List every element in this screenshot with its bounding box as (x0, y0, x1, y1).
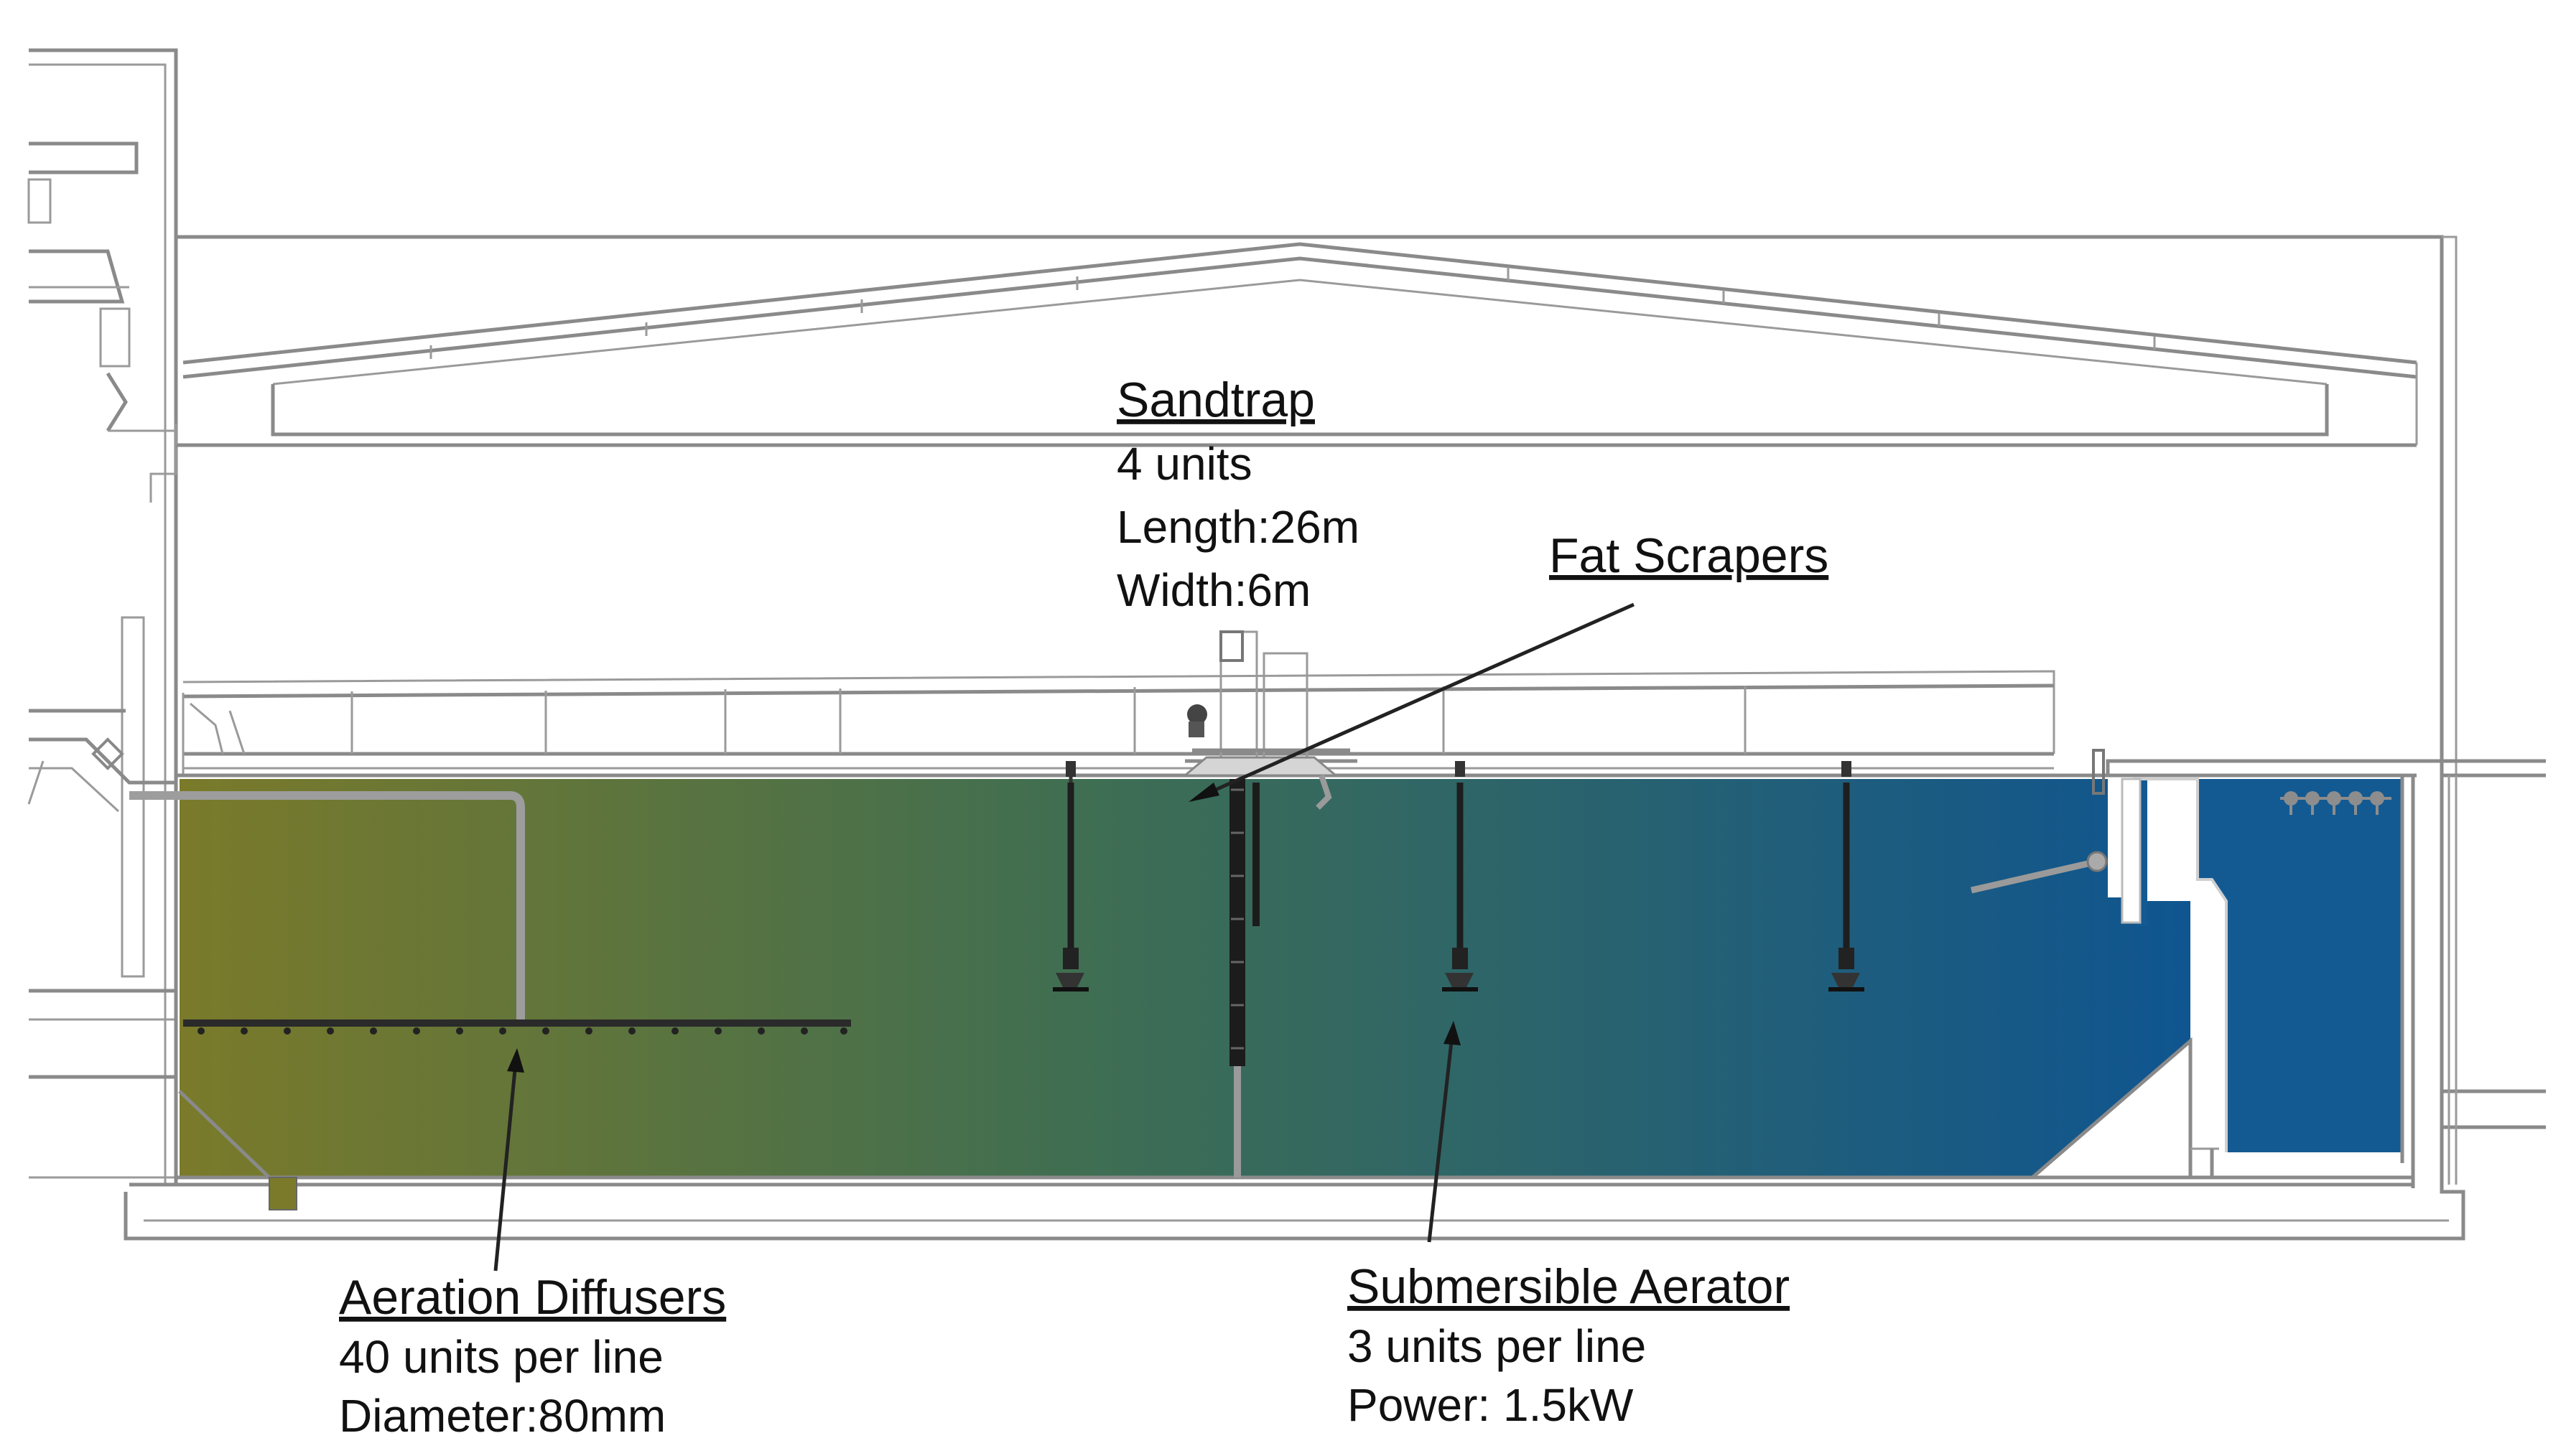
fat-scrapers-arrowhead (1189, 783, 1219, 802)
aeration-pipework (129, 791, 851, 1035)
submersible-aerator-1 (1053, 761, 1089, 991)
aeration-arrowhead (507, 1048, 524, 1073)
submersible-aerator-count: 3 units per line (1347, 1320, 1646, 1372)
building-roof-truss (175, 235, 2458, 775)
submersible-aerator-label-group: Submersible Aerator 3 units per line Pow… (1347, 1259, 1790, 1431)
diffuser-nozzles (197, 1027, 847, 1035)
sandtrap-length: Length:26m (1117, 501, 1359, 553)
sand-pump-bridge (1181, 630, 1357, 1177)
sandtrap-width: Width:6m (1117, 564, 1311, 616)
aeration-diffusers-label-group: Aeration Diffusers 40 units per line Dia… (339, 1270, 726, 1442)
sand-pump-column (1229, 779, 1245, 1066)
sandtrap-title: Sandtrap (1117, 373, 1315, 427)
leader-arrows (493, 602, 1635, 1271)
aerator-arrowhead (1443, 1021, 1461, 1045)
submersible-aerator-2 (1442, 761, 1478, 991)
aeration-diffusers-title: Aeration Diffusers (339, 1270, 726, 1325)
outlet-valves (2280, 791, 2391, 815)
fat-scrapers-label: Fat Scrapers (1549, 528, 1828, 583)
submersible-aerator-3 (1828, 761, 1864, 991)
submersible-aerator-power: Power: 1.5kW (1347, 1379, 1634, 1431)
submersible-aerator-title: Submersible Aerator (1347, 1259, 1790, 1314)
sandtrap-units: 4 units (1117, 438, 1252, 490)
diffuser-header-pipe (183, 1019, 851, 1027)
aeration-diffusers-count: 40 units per line (339, 1331, 664, 1383)
walkway-railing (182, 670, 2055, 775)
sandtrap-label-group: Sandtrap 4 units Length:26m Width:6m (1117, 373, 1359, 616)
outlet-channel-water (2137, 779, 2402, 1152)
fat-scraper-paddle (1970, 749, 2108, 894)
right-building-structure (2442, 759, 2546, 1185)
aeration-diffusers-diameter: Diameter:80mm (339, 1390, 666, 1442)
sandtrap-tank-water (180, 779, 2190, 1177)
left-building-structure (27, 48, 178, 1185)
